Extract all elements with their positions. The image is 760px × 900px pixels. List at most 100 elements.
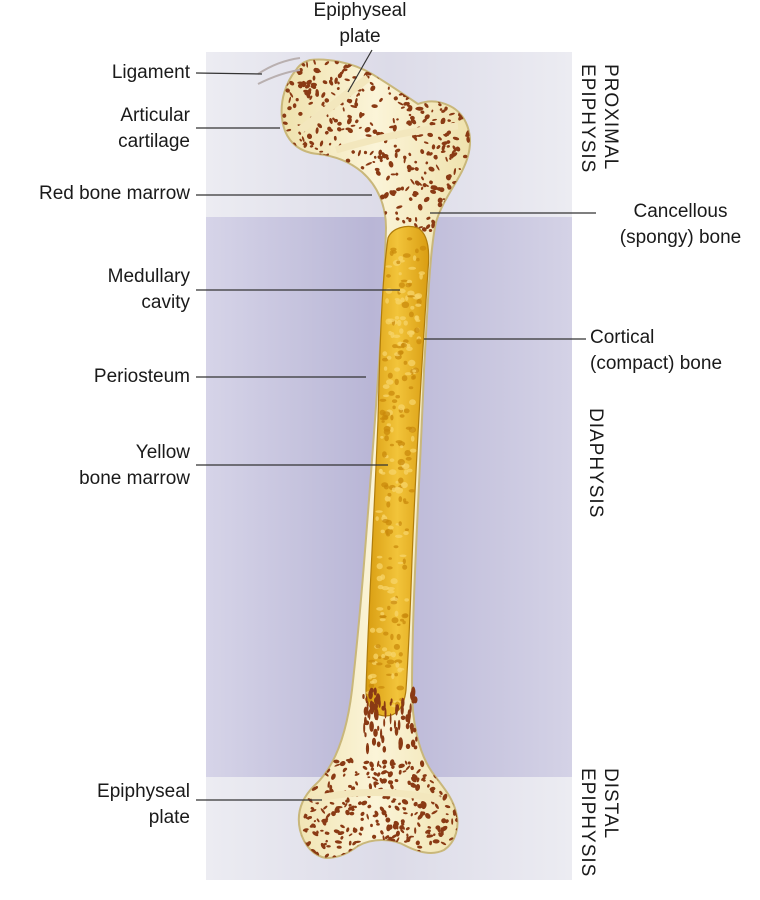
- trabecula-mark: [310, 806, 315, 811]
- trabecula-mark: [445, 156, 448, 162]
- trabecula-mark: [388, 836, 393, 840]
- trabecula-mark: [312, 831, 319, 837]
- trabecula-mark: [416, 777, 420, 783]
- trabecula-mark: [393, 96, 398, 101]
- trabecula-mark: [354, 771, 358, 774]
- distal-epiphysis-label: DISTAL EPIPHYSIS: [577, 768, 621, 878]
- trabecula-mark: [453, 167, 457, 176]
- trabecula-mark: [359, 113, 365, 117]
- trabecula-mark: [427, 826, 432, 829]
- trabecula-mark: [342, 773, 346, 777]
- trabecula-mark: [336, 127, 342, 132]
- trabecula-mark: [327, 126, 332, 132]
- trabecula-mark: [286, 128, 292, 132]
- trabecula-mark: [405, 765, 411, 771]
- trabecula-mark: [295, 98, 299, 102]
- trabecula-mark: [412, 727, 417, 733]
- marrow-fat-cell: [386, 355, 392, 360]
- trabecula-mark: [348, 803, 352, 807]
- trabecula-mark: [411, 835, 414, 838]
- trabecula-mark: [287, 106, 292, 111]
- trabecula-mark: [406, 102, 410, 106]
- trabecula-mark: [370, 85, 376, 92]
- trabecula-mark: [297, 81, 304, 85]
- trabecula-mark: [354, 102, 359, 107]
- red-bone-marrow-label: Red bone marrow: [38, 183, 190, 204]
- trabecula-mark: [429, 840, 433, 846]
- trabecula-mark: [315, 127, 319, 134]
- trabecula-mark: [344, 803, 348, 808]
- trabecula-mark: [326, 114, 329, 118]
- trabecula-mark: [455, 146, 461, 152]
- trabecula-mark: [398, 763, 405, 768]
- marrow-fat-cell: [393, 643, 400, 650]
- trabecula-mark: [400, 715, 406, 721]
- trabecula-mark: [345, 158, 351, 163]
- trabecula-mark: [422, 118, 427, 123]
- trabecula-mark: [408, 197, 413, 201]
- marrow-fat-cell: [379, 615, 387, 618]
- trabecula-mark: [386, 175, 390, 181]
- trabecula-mark: [309, 145, 314, 148]
- marrow-fat-cell: [401, 463, 410, 470]
- trabecula-mark: [316, 830, 319, 834]
- marrow-fat-cell: [382, 514, 386, 517]
- trabecula-mark: [429, 121, 435, 126]
- marrow-fat-cell: [376, 555, 383, 559]
- marrow-fat-cell: [406, 346, 413, 351]
- trabecula-mark: [401, 822, 405, 826]
- marrow-fat-cell: [390, 331, 395, 339]
- trabecula-mark: [378, 764, 382, 768]
- trabecula-mark: [314, 147, 319, 150]
- trabecula-mark: [365, 134, 372, 137]
- trabecula-mark: [429, 180, 433, 185]
- trabecula-mark: [431, 221, 435, 229]
- marrow-fat-cell: [416, 338, 422, 345]
- trabecula-mark: [441, 825, 448, 832]
- marrow-fat-cell: [398, 477, 404, 484]
- trabecula-mark: [412, 691, 415, 696]
- marrow-fat-cell: [373, 653, 379, 660]
- trabecula-mark: [390, 173, 396, 176]
- marrow-fat-cell: [394, 610, 399, 617]
- trabecula-mark: [345, 63, 353, 69]
- trabecula-mark: [363, 760, 370, 765]
- marrow-fat-cell: [399, 316, 406, 321]
- trabecula-mark: [392, 798, 397, 801]
- marrow-fat-cell: [402, 253, 411, 258]
- trabecula-mark: [406, 216, 409, 220]
- trabecula-mark: [446, 145, 450, 148]
- trabecula-mark: [395, 211, 399, 215]
- trabecula-mark: [351, 786, 356, 791]
- marrow-fat-cell: [375, 516, 379, 521]
- trabecula-mark: [453, 148, 458, 152]
- trabecula-mark: [409, 722, 414, 731]
- trabecula-mark: [301, 80, 307, 86]
- marrow-fat-cell: [412, 369, 417, 373]
- trabecula-mark: [367, 804, 372, 809]
- marrow-fat-cell: [410, 305, 415, 310]
- marrow-fat-cell: [378, 686, 385, 689]
- trabecula-mark: [333, 135, 337, 141]
- trabecula-mark: [376, 760, 380, 768]
- marrow-fat-cell: [401, 301, 410, 308]
- trabecula-mark: [444, 106, 448, 111]
- trabecula-mark: [441, 109, 446, 113]
- trabecula-mark: [435, 825, 441, 830]
- trabecula-mark: [390, 784, 394, 790]
- marrow-fat-cell: [382, 647, 388, 652]
- marrow-fat-cell: [382, 384, 390, 389]
- trabecula-mark: [346, 827, 350, 833]
- trabecula-mark: [420, 801, 426, 805]
- trabecula-mark: [443, 143, 446, 148]
- marrow-fat-cell: [383, 631, 389, 636]
- marrow-fat-cell: [392, 334, 401, 338]
- marrow-fat-cell: [390, 633, 394, 641]
- trabecula-mark: [417, 822, 421, 827]
- marrow-fat-cell: [397, 319, 402, 326]
- trabecula-mark: [348, 807, 352, 811]
- marrow-fat-cell: [394, 672, 399, 677]
- trabecula-mark: [410, 765, 414, 771]
- distal-epiphyseal-plate-line: [311, 789, 441, 804]
